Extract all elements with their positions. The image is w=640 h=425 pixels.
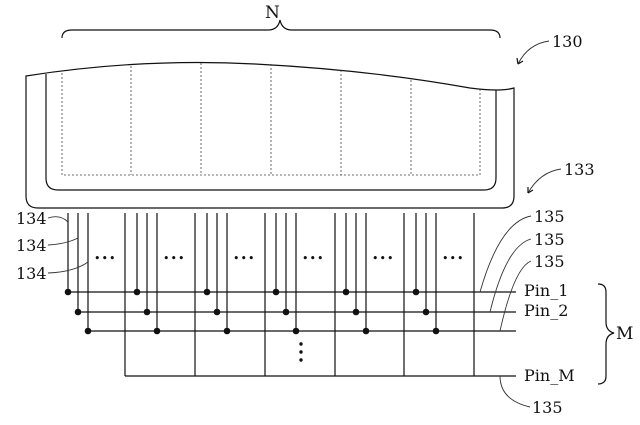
- label-135-3: 135: [534, 252, 565, 271]
- ellipsis-1: •••: [94, 252, 116, 265]
- label-130: 130: [552, 32, 583, 51]
- horizontal-buses: [68, 291, 516, 377]
- label-134-2: 134: [16, 236, 47, 255]
- label-pin-m: Pin_M: [524, 366, 575, 385]
- active-area-dividers: [130, 63, 412, 175]
- ellipsis-2: •••: [163, 252, 185, 265]
- label-pin-2: Pin_2: [524, 301, 568, 320]
- leader-135-2: [489, 238, 532, 313]
- label-134-3: 134: [16, 264, 47, 283]
- n-brace: [61, 19, 501, 39]
- leader-130-arrow: [516, 57, 524, 65]
- leader-134-1: [47, 216, 69, 223]
- leader-133: [527, 168, 562, 194]
- label-135-2: 135: [534, 230, 565, 249]
- label-135-1: 135: [534, 207, 565, 226]
- panel-outer: [25, 61, 515, 209]
- m-brace: [597, 283, 615, 385]
- ellipsis-4: •••: [302, 252, 324, 265]
- label-pin-1: Pin_1: [524, 281, 568, 300]
- leader-130: [517, 40, 550, 65]
- leader-134-3: [47, 261, 89, 274]
- ellipsis-6: •••: [442, 252, 464, 265]
- label-133: 133: [564, 160, 595, 179]
- leader-133-arrow: [527, 187, 534, 194]
- label-135-4: 135: [532, 398, 563, 417]
- leader-135-1: [479, 215, 532, 293]
- ellipsis-5: •••: [372, 252, 394, 265]
- leader-135-3: [499, 260, 532, 332]
- label-n: N: [265, 3, 280, 23]
- connection-dots: [64, 288, 440, 335]
- panel-inner-channel: [45, 74, 497, 191]
- ellipsis-group: ••• ••• ••• ••• ••• •••: [94, 252, 464, 265]
- ellipsis-3: •••: [233, 252, 255, 265]
- label-134-1: 134: [16, 209, 47, 228]
- label-m: M: [616, 324, 633, 344]
- vertical-ellipsis: [299, 342, 303, 362]
- leader-134-2: [47, 237, 79, 246]
- vertical-lines: [67, 213, 475, 376]
- leader-135-bottom: [499, 375, 531, 408]
